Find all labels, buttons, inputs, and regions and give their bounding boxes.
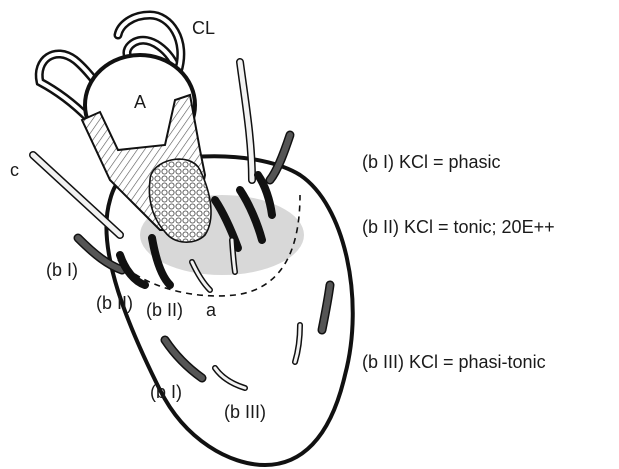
label-a-upper: A xyxy=(134,92,146,112)
legend-b3: (b III) KCl = phasi-tonic xyxy=(362,352,546,372)
legend-b1: (b I) KCl = phasic xyxy=(362,152,501,172)
label-b2-left: (b II) xyxy=(96,293,133,313)
label-b2-right: (b II) xyxy=(146,300,183,320)
label-cl: CL xyxy=(192,18,215,38)
label-a-lower: a xyxy=(206,300,217,320)
legend-b2: (b II) KCl = tonic; 20E++ xyxy=(362,217,555,237)
label-b1-bottom: (b I) xyxy=(150,382,182,402)
label-b1-left: (b I) xyxy=(46,260,78,280)
label-b3-bottom: (b III) xyxy=(224,402,266,422)
label-c: c xyxy=(10,160,19,180)
